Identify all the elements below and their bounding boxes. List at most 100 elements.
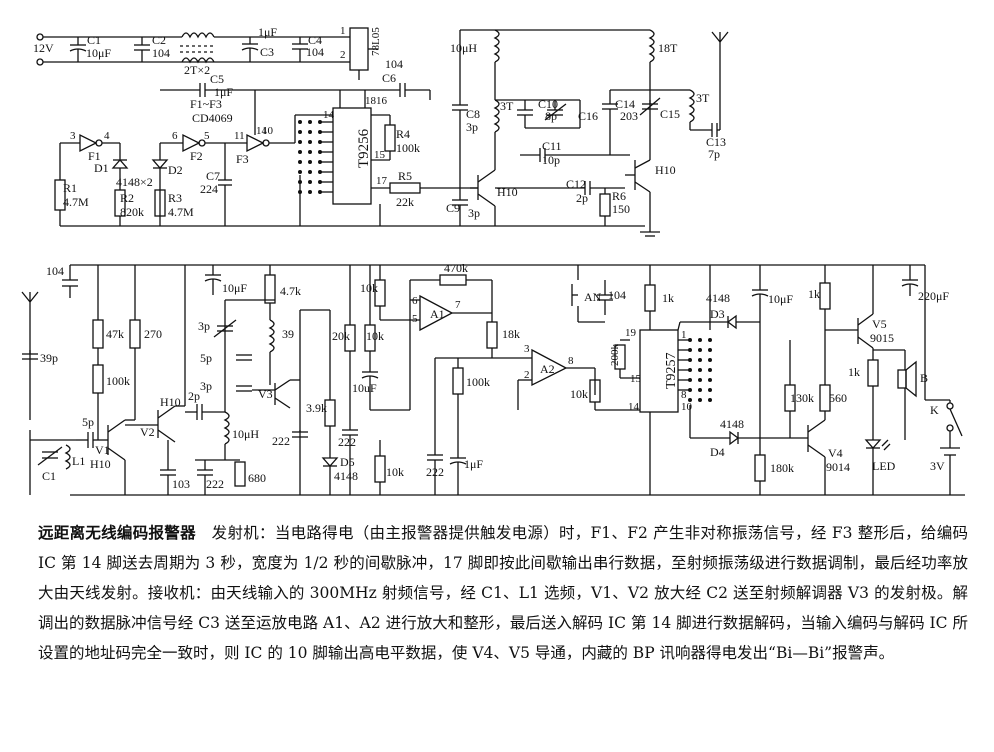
- tx-c6-label: C6: [382, 71, 396, 85]
- tx-r3-value: 4.7M: [168, 205, 194, 219]
- tx-c5-label: C5: [210, 72, 224, 86]
- rx-c5p: 5p: [82, 415, 94, 429]
- tx-c3-value: 1μF: [258, 25, 277, 39]
- tx-c16-label: C16: [578, 109, 598, 123]
- tx-f3-pin11: 11: [234, 130, 245, 142]
- rx-r1k-b: 1k: [808, 287, 820, 301]
- rx-v1: V1: [95, 443, 110, 457]
- tx-c13-value: 7p: [708, 147, 720, 161]
- tx-r4-label: R4: [396, 127, 410, 141]
- transmitter-circuit: 12V C1 10μF C2 104 2T×2 1μF C3 C4 104 78…: [33, 25, 729, 237]
- rx-c220uf: 220μF: [918, 289, 949, 303]
- rx-a2-pin2: 2: [524, 369, 530, 381]
- tx-c3-label: C3: [260, 45, 274, 59]
- tx-r4-value: 100k: [396, 141, 420, 155]
- tx-c4-value: 104: [306, 45, 324, 59]
- rx-c39p: 39p: [40, 351, 58, 365]
- rx-l10uh: 10μH: [232, 427, 259, 441]
- tx-choke-label: 2T×2: [184, 63, 210, 77]
- rx-ic-pin8: 8: [681, 389, 687, 401]
- rx-c10uf-c: 10uF: [352, 381, 377, 395]
- rx-r1k-c: 1k: [848, 365, 860, 379]
- rx-c5p-b: 5p: [200, 351, 212, 365]
- tx-d1-label: D1: [94, 161, 109, 175]
- circuit-schematic: 12V C1 10μF C2 104 2T×2 1μF C3 C4 104 78…: [21, 25, 965, 496]
- tx-r3-label: R3: [168, 191, 182, 205]
- rx-v4: V4: [828, 446, 843, 460]
- rx-ic-pin1: 1: [681, 329, 687, 341]
- rx-r20k: 20k: [332, 329, 350, 343]
- tx-c6-value: 104: [385, 57, 403, 71]
- tx-f1-label: F1: [88, 149, 101, 163]
- tx-c7-label: C7: [206, 169, 220, 183]
- tx-reg-pin2: 2: [340, 49, 346, 61]
- rx-r100k-b: 100k: [466, 375, 490, 389]
- tx-encoder-ic: T9256: [356, 128, 372, 168]
- rx-an: AN: [584, 290, 602, 304]
- rx-r10k-d: 10k: [386, 465, 404, 479]
- tx-d2-label: D2: [168, 163, 183, 177]
- tx-c5-value: 1μF: [214, 85, 233, 99]
- rx-v1-type: H10: [90, 457, 111, 471]
- tx-diode-value: 4148×2: [116, 175, 153, 189]
- tx-c2-label: C2: [152, 33, 166, 47]
- rx-v5-type: 9015: [870, 331, 894, 345]
- tx-f3-pin14: 14: [256, 125, 268, 137]
- tx-c15-label: C15: [660, 107, 680, 121]
- tx-f2-pin6: 6: [172, 130, 178, 142]
- rx-a2: A2: [540, 362, 555, 376]
- tx-ic-pin18: 18: [365, 95, 377, 107]
- tx-c2-value: 104: [152, 46, 170, 60]
- tx-r2-label: R2: [120, 191, 134, 205]
- tx-c1-label: C1: [87, 33, 101, 47]
- tx-f1-pin3: 3: [70, 130, 76, 142]
- tx-c9-label: C9: [446, 201, 460, 215]
- rx-d4: D4: [710, 445, 725, 459]
- tx-r6-value: 150: [612, 202, 630, 216]
- tx-c13-label: C13: [706, 135, 726, 149]
- rx-switch-k: K: [930, 403, 939, 417]
- tx-inverter-part: CD4069: [192, 111, 233, 125]
- rx-decoder-ic: T9257: [664, 352, 679, 389]
- rx-c3p: 3p: [198, 319, 210, 333]
- rx-v2: V2: [140, 425, 155, 439]
- tx-supply-label: 12V: [33, 41, 54, 55]
- rx-r47k: 47k: [106, 327, 124, 341]
- rx-d5: D5: [340, 455, 355, 469]
- tx-q1-label: H10: [497, 185, 518, 199]
- rx-buzzer: B: [920, 371, 928, 385]
- rx-c3p-b: 3p: [200, 379, 212, 393]
- rx-ic-pin15: 15: [630, 373, 642, 385]
- tx-c12-value: 2p: [576, 191, 588, 205]
- rx-r270: 270: [144, 327, 162, 341]
- rx-r3k9: 3.9k: [306, 401, 327, 415]
- tx-coil-3t: 3T: [500, 99, 514, 113]
- tx-c7-value: 224: [200, 182, 218, 196]
- tx-c1-value: 10μF: [86, 46, 111, 60]
- rx-a1: A1: [430, 307, 445, 321]
- rx-r470k: 470k: [444, 261, 468, 275]
- tx-c11-label: C11: [542, 139, 562, 153]
- rx-r130k: 130k: [790, 391, 814, 405]
- rx-v5: V5: [872, 317, 887, 331]
- tx-coil-3t-out: 3T: [696, 91, 710, 105]
- rx-ic-pin10: 10: [681, 401, 693, 413]
- tx-f1-pin4: 4: [104, 130, 110, 142]
- rx-c222c: 222: [338, 435, 356, 449]
- tx-r1-label: R1: [63, 181, 77, 195]
- tx-c10-label: C10: [538, 97, 558, 111]
- tx-c12-label: C12: [566, 177, 586, 191]
- tx-c4-label: C4: [308, 33, 322, 47]
- tx-c9-value: 3p: [468, 206, 480, 220]
- tx-r1-value: 4.7M: [63, 195, 89, 209]
- rx-ic-pin14: 14: [628, 401, 640, 413]
- rx-r680: 680: [248, 471, 266, 485]
- caption-title: 远距离无线编码报警器: [38, 523, 196, 542]
- rx-c1: C1: [42, 469, 56, 483]
- tx-inverter-range: F1~F3: [190, 97, 222, 111]
- receiver-circuit: 104 39p C1 L1 5p V1 H10 47k 100k: [21, 261, 965, 496]
- tx-ic-pin17: 17: [376, 175, 388, 187]
- rx-r10k-b: 10k: [366, 329, 384, 343]
- rx-r10k-a: 10k: [360, 281, 378, 295]
- rx-c222a: 222: [206, 477, 224, 491]
